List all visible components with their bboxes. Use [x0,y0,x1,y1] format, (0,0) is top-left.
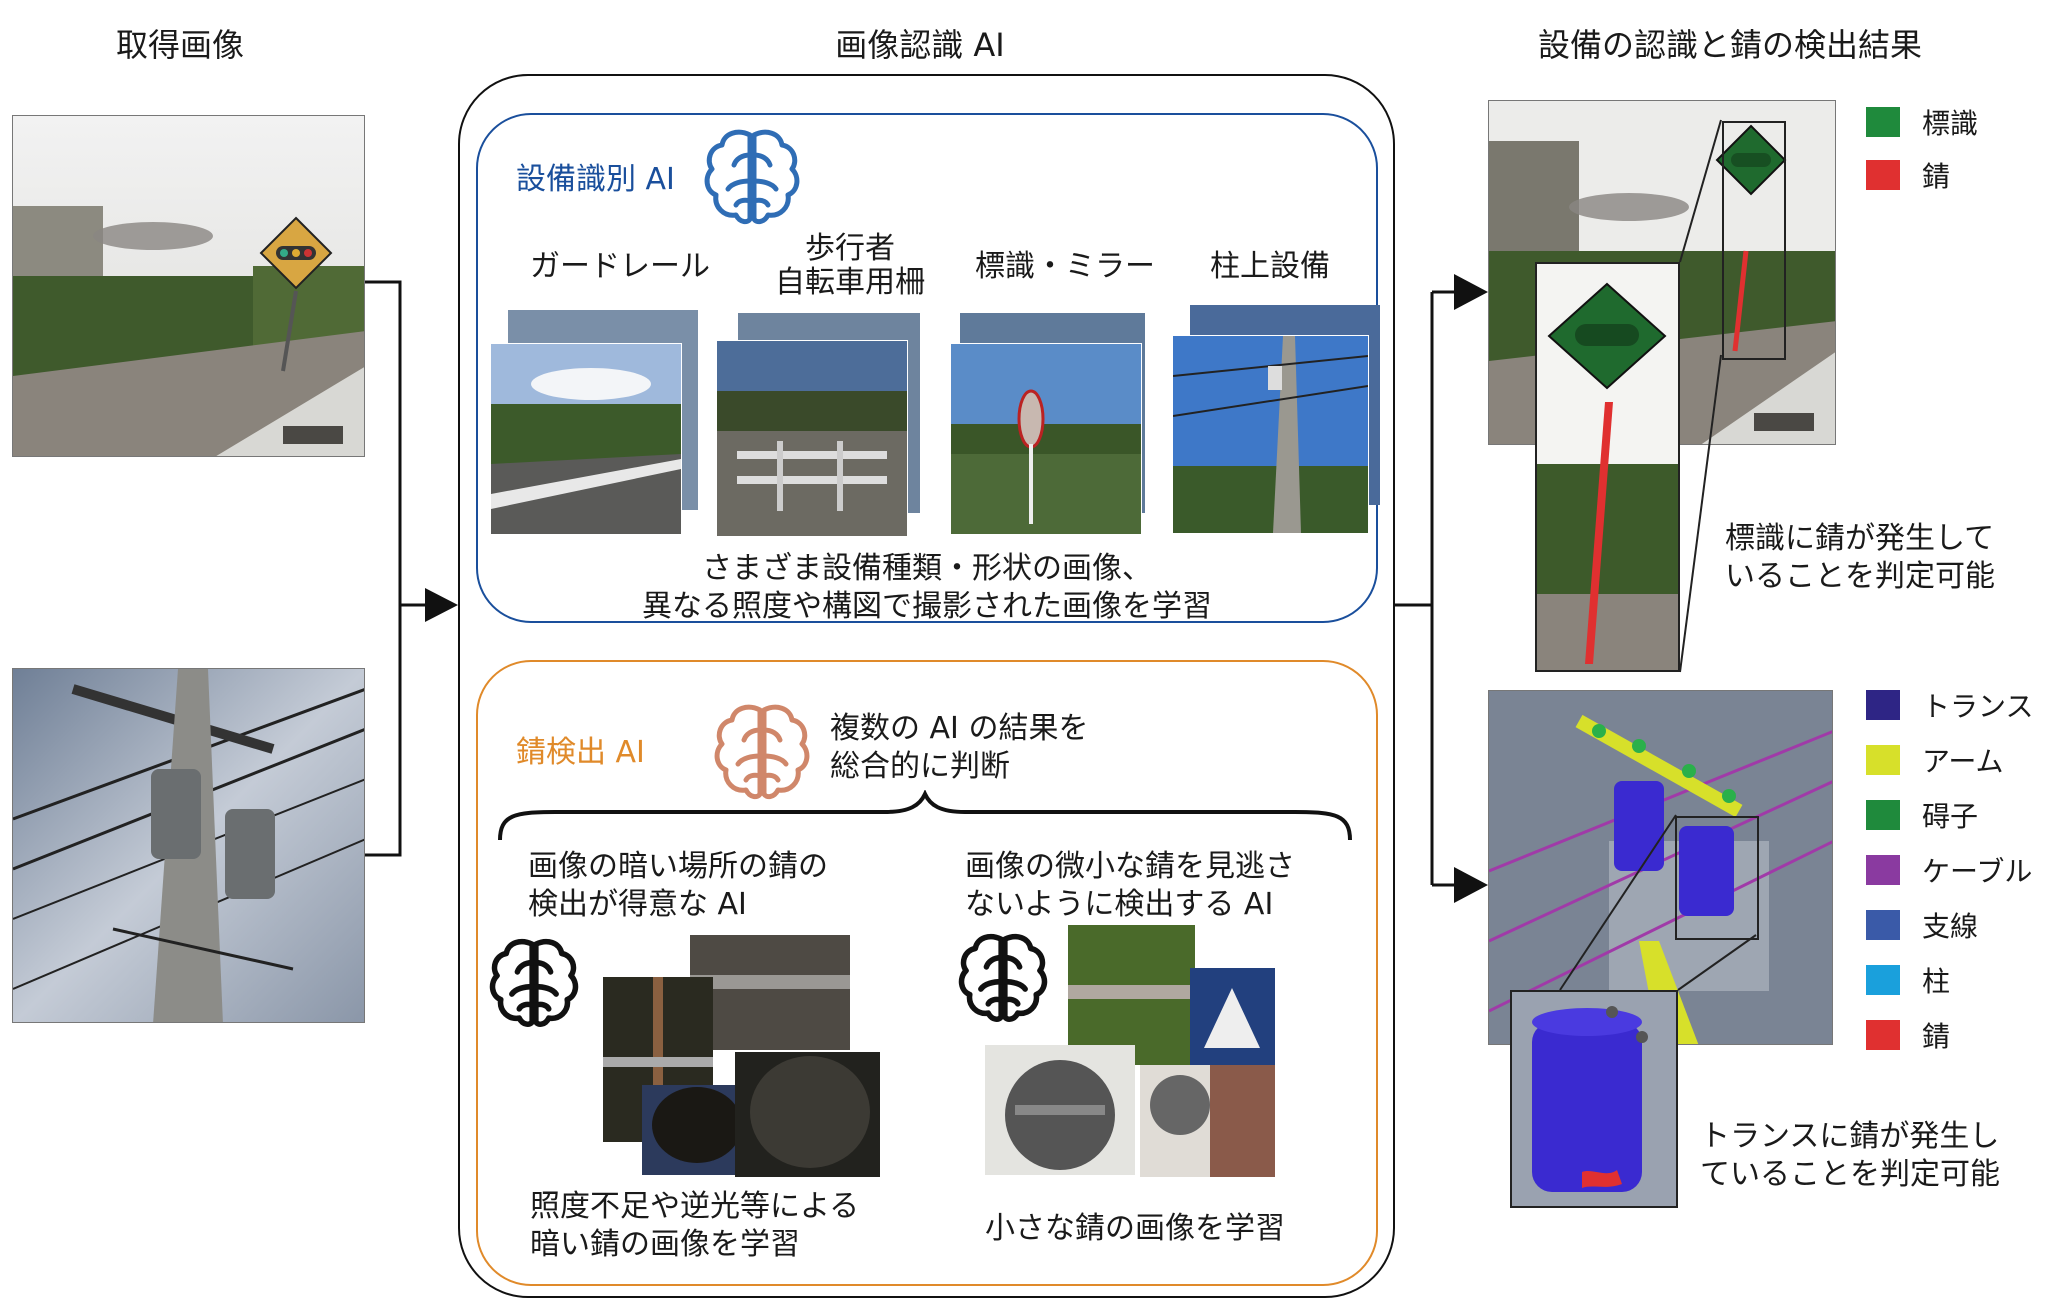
rust-ai-right-line2: ないように検出する AI [965,887,1274,922]
input-photo-utility-pole [12,668,365,1023]
ai-outer-frame [458,74,1395,1298]
rust-ai-combine-line1: 複数の AI の結果を [830,711,1089,746]
brain-icon-small-rust [958,934,1048,1022]
legend-label: 錆 [1922,160,1951,193]
thumb-dark-rust-1 [690,935,850,1050]
category-pole-equipment: 柱上設備 [1210,249,1330,284]
legend-label: ケーブル [1922,855,2033,888]
input-photo-road-sign [12,115,365,457]
legend-swatch [1866,690,1900,720]
equipment-ai-title: 設備識別 AI [516,162,675,197]
rust-ai-frame [476,660,1378,1286]
legend-swatch [1866,160,1900,190]
ai-column-title: 画像認識 AI [835,26,1005,64]
rust-ai-left-caption-line1: 照度不足や逆光等による [530,1189,860,1224]
legend-label: 柱 [1922,965,1951,998]
rust-ai-combine-text: 複数の AI の結果を 総合的に判断 [830,710,1088,786]
thumb-dark-rust-4 [735,1052,880,1177]
legend-label: アーム [1922,745,2004,778]
rust-ai-left-line1: 画像の暗い場所の錆の [528,849,828,884]
result-sign-note: 標識に錆が発生して いることを判定可能 [1725,520,1995,596]
rust-ai-left-caption-line2: 暗い錆の画像を学習 [530,1227,800,1262]
legend-label: 錆 [1922,1020,1951,1053]
legend-swatch [1866,1020,1900,1050]
legend-label: トランス [1922,690,2034,723]
rust-ai-right-line1: 画像の微小な錆を見逃さ [965,849,1295,884]
rust-ai-left-description: 画像の暗い場所の錆の 検出が得意な AI [528,848,828,924]
equipment-ai-description: さまざま設備種類・形状の画像、 異なる照度や構図で撮影された画像を学習 [476,550,1378,626]
legend-swatch [1866,910,1900,940]
combine-brace [498,790,1352,841]
category-pedestrian-fence: 歩行者自転車用柵 [740,232,960,300]
thumb-sign-mirror [950,343,1142,535]
brain-icon-dark-rust [489,939,579,1027]
rust-ai-left-line2: 検出が得意な AI [528,887,747,922]
legend-bottom-item: 碍子 [1866,795,1978,835]
input-column-title: 取得画像 [115,26,244,64]
rust-ai-title: 錆検出 AI [516,735,645,770]
result-zoom-sign [1535,262,1680,672]
thumb-small-rust-3 [985,1045,1135,1175]
legend-bottom-item: トランス [1866,685,2033,725]
category-pedestrian-fence-text: 歩行者自転車用柵 [740,232,960,300]
thumb-small-rust-2 [1190,968,1275,1068]
legend-swatch [1866,800,1900,830]
rust-ai-right-caption: 小さな錆の画像を学習 [985,1211,1285,1246]
result-sign-note-line1: 標識に錆が発生して [1725,521,1995,556]
brain-icon-equipment [704,129,800,225]
legend-swatch [1866,965,1900,995]
brain-icon-rust [714,704,810,800]
legend-top-rust: 錆 [1866,155,1950,195]
legend-label: 標識 [1922,107,1979,140]
category-pedestrian-fence-line: 自転車用柵 [775,265,925,300]
thumb-pole-equipment [1172,335,1369,534]
rust-ai-right-description: 画像の微小な錆を見逃さ ないように検出する AI [965,848,1295,924]
thumb-fence [716,340,908,537]
legend-swatch [1866,107,1900,137]
result-transformer-note-line2: ていることを判定可能 [1700,1157,2000,1192]
equipment-ai-description-line2: 異なる照度や構図で撮影された画像を学習 [642,589,1212,624]
result-transformer-note: トランスに錆が発生し ていることを判定可能 [1700,1118,2000,1194]
thumb-guardrail [490,343,682,535]
result-sign-highlight [1722,121,1786,360]
result-column-title: 設備の認識と錆の検出結果 [1537,26,1922,64]
legend-swatch [1866,745,1900,775]
result-zoom-transformer [1510,990,1678,1208]
thumb-small-rust-1 [1068,925,1195,1065]
legend-bottom-item: アーム [1866,740,2003,780]
legend-bottom-item: ケーブル [1866,850,2032,890]
legend-label: 支線 [1922,910,1979,943]
thumb-small-rust-4 [1140,1065,1275,1177]
legend-top-sign: 標識 [1866,102,1978,142]
legend-swatch [1866,855,1900,885]
legend-label: 碍子 [1922,800,1979,833]
category-pedestrian-fence-line: 歩行者 [805,231,895,266]
category-sign-mirror: 標識・ミラー [975,249,1155,284]
result-transformer-highlight [1675,816,1759,940]
category-guardrail: ガードレール [530,249,710,284]
legend-bottom-item: 柱 [1866,960,1950,1000]
result-transformer-note-line1: トランスに錆が発生し [1700,1119,2000,1154]
legend-bottom-item: 支線 [1866,905,1978,945]
equipment-ai-description-line1: さまざま設備種類・形状の画像、 [702,551,1152,586]
rust-ai-combine-line2: 総合的に判断 [830,749,1010,784]
legend-bottom-item: 錆 [1866,1015,1950,1055]
rust-ai-left-caption: 照度不足や逆光等による 暗い錆の画像を学習 [530,1188,859,1264]
result-sign-note-line2: いることを判定可能 [1725,559,1995,594]
